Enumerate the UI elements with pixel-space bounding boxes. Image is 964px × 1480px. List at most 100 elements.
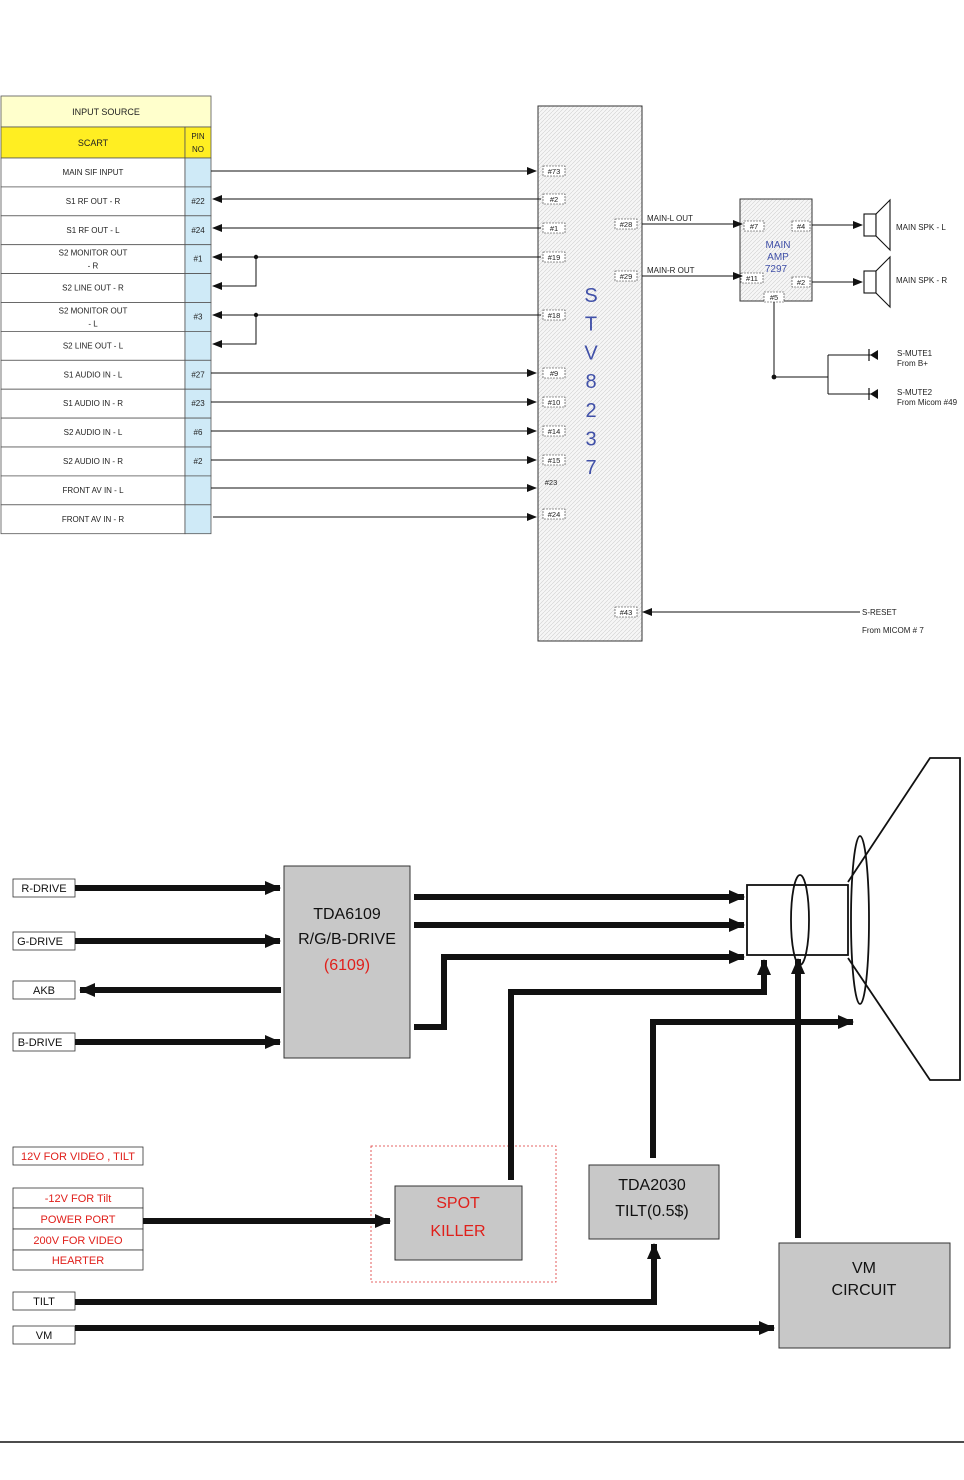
stv-input-pin: #1 (550, 224, 558, 233)
spot-killer-outline (370, 1145, 557, 1283)
table-row (0, 388, 186, 419)
vm-label: VM (36, 1330, 53, 1342)
table-pin-cell (184, 215, 212, 246)
speaker-left-label: MAIN SPK - L (896, 223, 946, 232)
tda2030-block: TDA2030 TILT(0.5$) (588, 1164, 720, 1240)
stv-chip-letter: S (584, 285, 597, 307)
mute1-label-2: From B+ (897, 359, 928, 368)
stv-chip-letter: T (585, 314, 597, 336)
supply-12v-label: 12V FOR VIDEO , TILT (21, 1151, 135, 1163)
amp-label-1: MAIN (766, 240, 791, 251)
akb-label: AKB (33, 985, 55, 997)
amp-pin-out-r: #2 (797, 278, 805, 287)
stv-pin-reset: #43 (620, 608, 633, 617)
table-row-pin: #23 (191, 399, 205, 408)
table-row-label: S1 RF OUT - L (66, 226, 120, 235)
table-col-header: SCART (78, 138, 109, 148)
amp-pin-out-l: #4 (797, 222, 805, 231)
table-row-label: S2 MONITOR OUT (59, 307, 128, 316)
vm-circuit-block: VM CIRCUIT (778, 1242, 951, 1349)
stv-chip-letter: 2 (585, 400, 596, 422)
table-row-pin: #3 (194, 313, 203, 322)
table-pin-cell (184, 388, 212, 419)
table-row-label: S1 RF OUT - R (66, 197, 121, 206)
stv-input-pin-box (542, 309, 566, 321)
amp-wiring (642, 220, 878, 616)
stv-input-pin: #9 (550, 369, 558, 378)
table-row-label: FRONT AV IN - R (62, 515, 125, 524)
main-amp: MAIN AMP 7297 #7 #11 #4 #2 #5 (739, 198, 813, 303)
table-row-label: FRONT AV IN - L (62, 486, 124, 495)
amp-label-3: 7297 (765, 264, 788, 275)
tda2030-label-2: TILT(0.5$) (615, 1203, 689, 1220)
tda6109-label-3: (6109) (324, 957, 370, 974)
video-signal-lines (75, 881, 854, 1335)
table-pin-cell (184, 446, 212, 477)
table-row-pin: #2 (194, 457, 203, 466)
table-pin-header-2: NO (192, 145, 204, 154)
stv-input-pin: #24 (548, 510, 561, 519)
tilt-label: TILT (33, 1296, 55, 1308)
table-pin-cell (184, 475, 212, 506)
tda6109-label-2: R/G/B-DRIVE (298, 931, 396, 948)
stv-input-pin: #10 (548, 398, 561, 407)
crt-tube (746, 757, 961, 1081)
tda2030-label-1: TDA2030 (618, 1177, 686, 1194)
stv-input-pin-box (542, 165, 566, 177)
table-pin-cell (184, 359, 212, 390)
table-row-label: S1 AUDIO IN - L (64, 370, 123, 379)
power-port-row-4: HEARTER (52, 1255, 104, 1267)
spot-killer-block: SPOT KILLER (394, 1185, 523, 1261)
vm-circuit-label-2: CIRCUIT (832, 1282, 897, 1299)
table-row-label: S2 LINE OUT - R (62, 284, 124, 293)
stv-pin-out-r: #29 (620, 272, 633, 281)
stv-input-pin-box (542, 367, 566, 379)
audio-signal-lines (211, 167, 541, 521)
supply-12v-box (12, 1146, 144, 1166)
table-row (0, 475, 186, 506)
stv-pin-out-l: #28 (620, 220, 633, 229)
power-port-row-2: POWER PORT (41, 1214, 116, 1226)
table-pin-cell (184, 186, 212, 217)
main-r-out-label: MAIN-R OUT (647, 266, 695, 275)
r-drive-label: R-DRIVE (21, 883, 66, 895)
stv-input-pin-box (542, 251, 566, 263)
table-pin-cell (184, 157, 212, 188)
table-row-label: S2 LINE OUT - L (63, 341, 124, 350)
stv-input-pin-box (542, 222, 566, 234)
stv-input-pin-box (542, 396, 566, 408)
table-row (0, 446, 186, 477)
table-row-label: S2 AUDIO IN - R (63, 457, 123, 466)
table-row (0, 330, 186, 361)
table-row-label: S1 AUDIO IN - R (63, 399, 123, 408)
table-row-label-2: - L (88, 320, 98, 329)
stv-input-pin: #2 (550, 195, 558, 204)
table-row (0, 302, 186, 332)
power-port-row-1: -12V FOR Tilt (45, 1193, 112, 1205)
tda6109-label-1: TDA6109 (313, 906, 381, 923)
stv-chip-letter: 7 (585, 457, 596, 479)
amp-pin-in-l: #7 (750, 222, 758, 231)
mute2-label-1: S-MUTE2 (897, 388, 933, 397)
stv-input-pin-box (542, 193, 566, 205)
tda6109-block: TDA6109 R/G/B-DRIVE (6109) (283, 865, 411, 1059)
table-row (0, 417, 186, 448)
speaker-right-label: MAIN SPK - R (896, 276, 947, 285)
stv-input-pin-box (542, 454, 566, 466)
table-row (0, 157, 186, 188)
spot-killer-label-2: KILLER (430, 1223, 485, 1240)
video-input-boxes (12, 878, 76, 1345)
speaker-right (863, 255, 891, 309)
stv-chip-letter: 8 (585, 371, 596, 393)
stv-chip-letter: V (584, 342, 598, 364)
table-row-label: MAIN SIF INPUT (63, 168, 124, 177)
stv-chip-letter: 3 (585, 429, 596, 451)
table-row-pin: #1 (194, 255, 203, 264)
table-pin-header-1: PIN (191, 132, 205, 141)
table-pin-cell (184, 417, 212, 448)
table-row-pin: #6 (194, 428, 203, 437)
b-drive-label: B-DRIVE (18, 1037, 63, 1049)
stv-input-pin-box (542, 508, 566, 520)
